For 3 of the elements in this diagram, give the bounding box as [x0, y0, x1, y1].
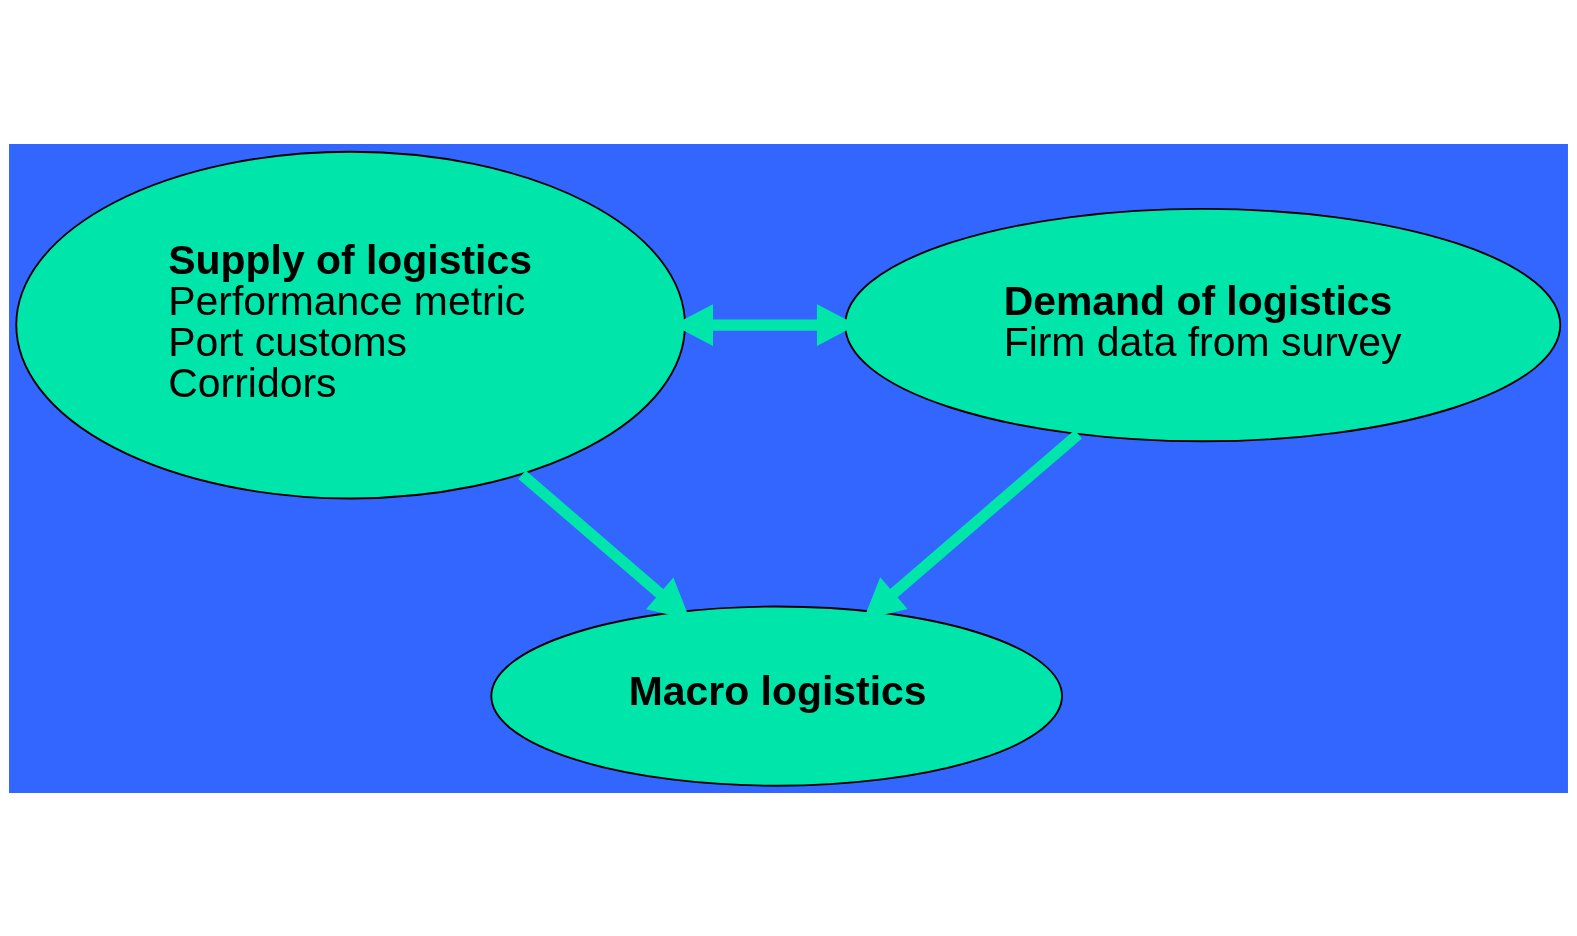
- node-ellipse: Supply of logistics Performance metric Port customs Corridors: [15, 150, 686, 499]
- node-ellipse: Macro logistics: [490, 605, 1063, 787]
- node-ellipse: Demand of logistics Firm data from survey: [844, 207, 1562, 442]
